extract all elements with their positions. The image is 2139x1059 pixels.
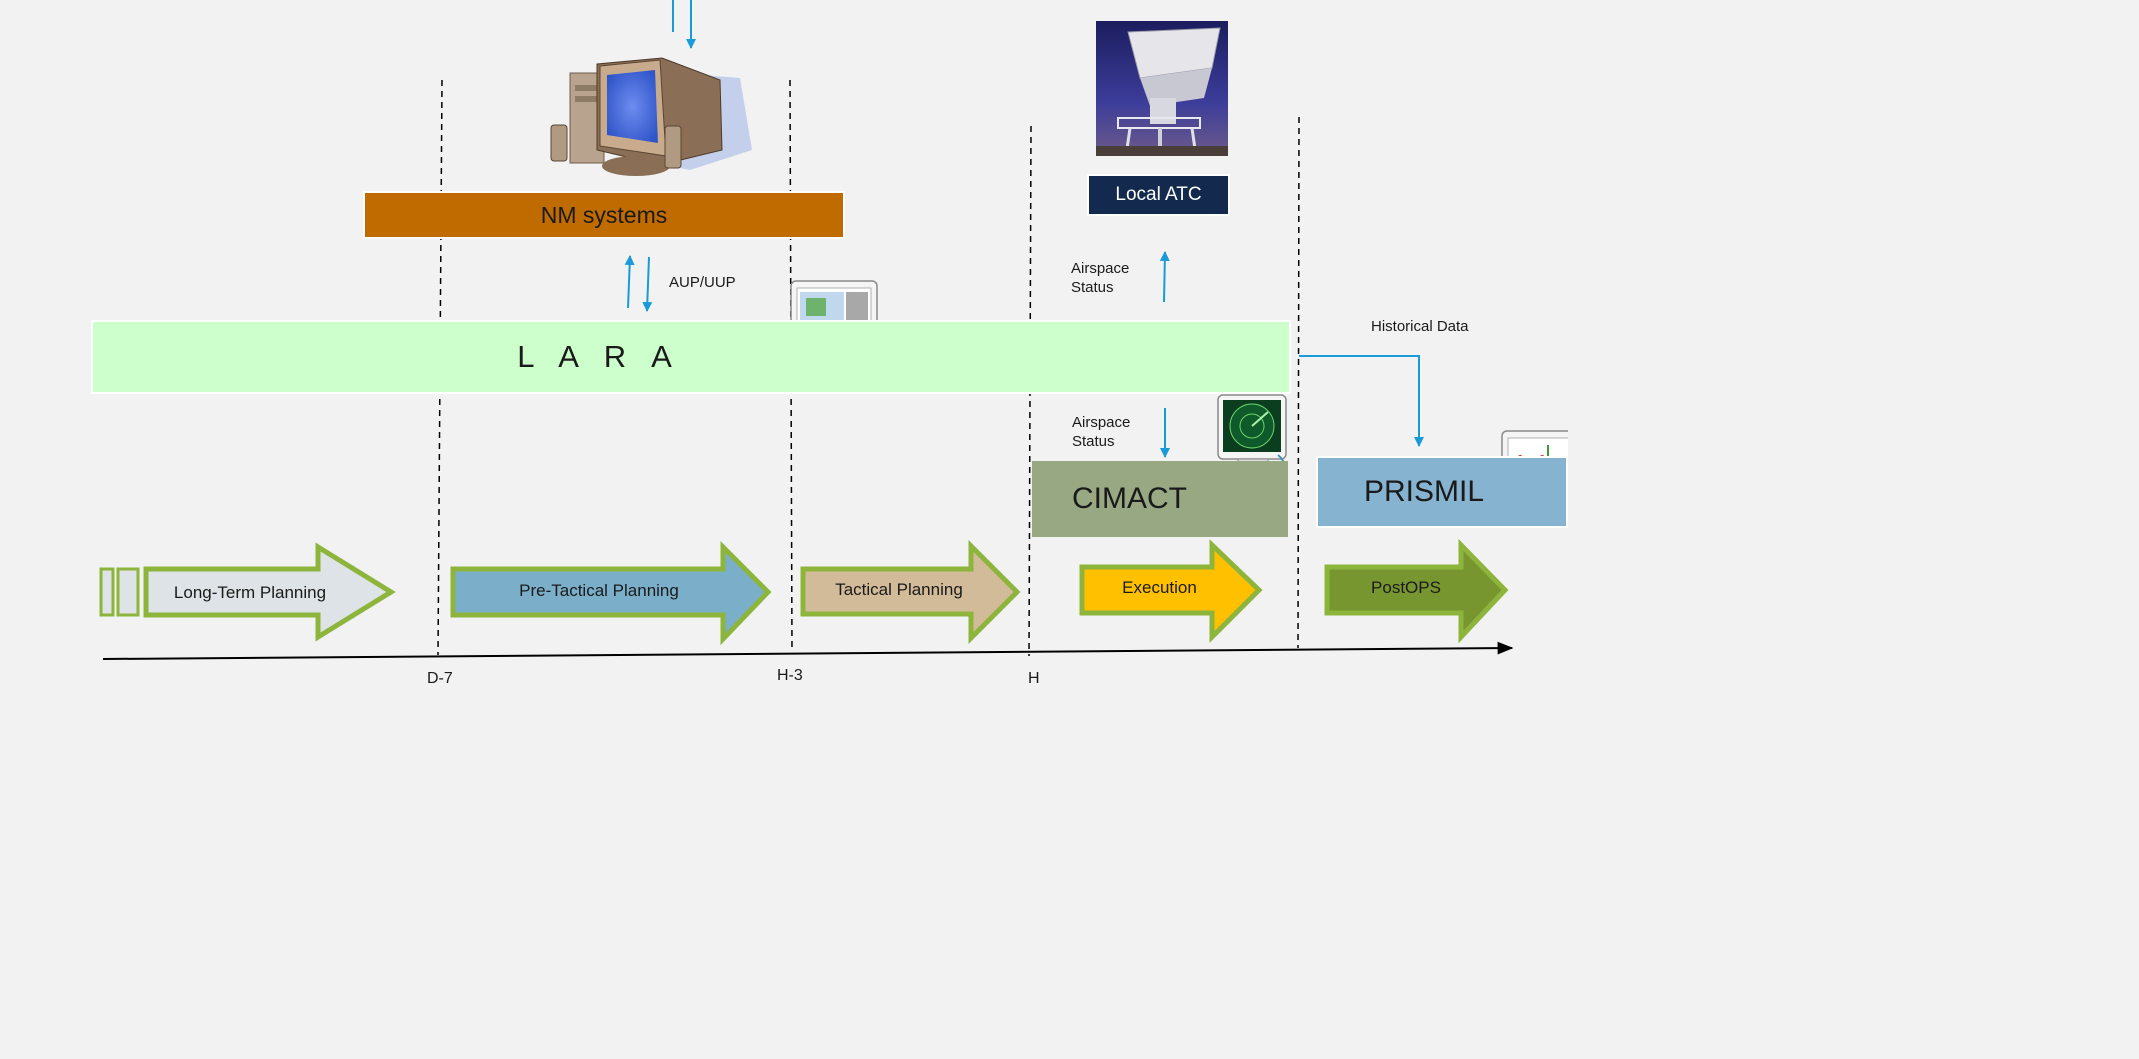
phase-label-execution: Execution [1122,578,1197,597]
cimact-box: CIMACT [1032,461,1288,537]
historical-data-connector [1299,355,1424,447]
airspace-status-top-label: Airspace Status [1071,260,1130,296]
phase-arrow-tactical [800,539,1021,645]
cimact-label: CIMACT [1072,482,1187,515]
tick-label-h: H [1028,670,1040,687]
nm-systems-box: NM systems [363,191,845,239]
lara-box: L A R A [91,320,1291,394]
radar-antenna-photo [1096,21,1228,157]
timeline-axis [102,641,1514,660]
prismil-label: PRISMIL [1364,475,1485,508]
long-term-bar-1 [99,567,115,617]
phase-label-long-term: Long-Term Planning [173,583,327,602]
phase-label-tactical: Tactical Planning [835,580,963,599]
aup-uup-label: AUP/UUP [669,274,736,291]
phase-arrow-postops [1324,538,1509,644]
separator-postops [1297,116,1300,649]
tick-label-d7: D-7 [427,670,453,687]
long-term-bar-2 [116,567,140,617]
nm-to-lara-arrow [642,256,653,312]
tick-label-h3: H-3 [777,667,803,684]
historical-data-label: Historical Data [1371,318,1469,335]
phase-label-pre-tactical: Pre-Tactical Planning [519,581,679,600]
local-atc-label: Local ATC [1115,184,1202,205]
phase-arrow-pre-tactical [450,540,772,646]
prismil-box: PRISMIL [1316,456,1568,528]
local-atc-box: Local ATC [1087,174,1230,216]
nm-systems-label: NM systems [540,201,668,228]
airspace-planning-diagram: NM systems L A R A Local ATC CIMACT PRIS… [91,0,1568,687]
airspace-status-bottom-label: Airspace Status [1072,414,1131,450]
desktop-computer-icon [550,57,752,176]
lara-to-local-atc-arrow [1159,251,1170,303]
phase-arrow-long-term [143,542,396,642]
lara-to-nm-arrow [624,255,635,309]
lara-label: L A R A [517,339,681,374]
phase-arrow-execution [1079,539,1263,644]
phase-label-postops: PostOPS [1371,578,1441,597]
